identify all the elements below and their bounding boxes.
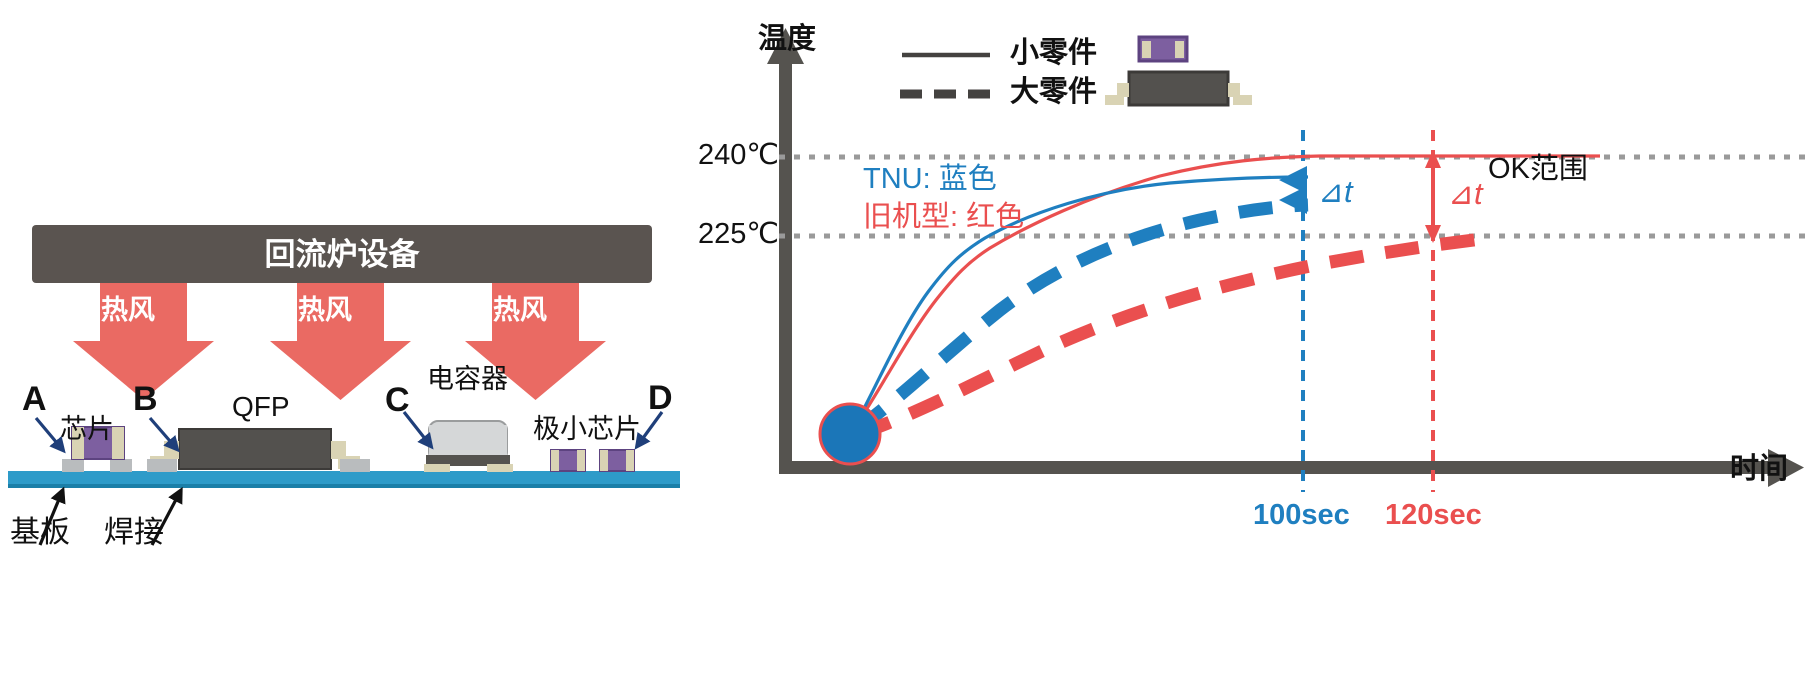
chart-svg (767, 28, 1812, 492)
delta-t-red-arrowhead-up (1425, 150, 1441, 168)
capacitor-component (424, 420, 513, 472)
y-tick-225: 225℃ (698, 218, 779, 250)
y-axis-arrowhead (767, 28, 804, 64)
curve-blue-large-part (852, 198, 1309, 436)
chip-label: 芯片 (60, 414, 114, 444)
hot-air-label-1: 热风 (101, 295, 155, 325)
annotation-old-model: 旧机型: 红色 (863, 201, 1025, 233)
annotation-tnu: TNU: 蓝色 (863, 163, 997, 195)
callout-arrow-d (634, 411, 664, 450)
callout-label-c: C (385, 381, 410, 419)
legend-label-small-part: 小零件 (1010, 37, 1098, 69)
callout-label-b: B (133, 380, 158, 418)
oven-label: 回流炉设备 (264, 236, 420, 272)
hot-air-arrow-3 (465, 283, 606, 400)
legend-label-large-part: 大零件 (1010, 76, 1098, 108)
tiny-chip-component-2 (599, 449, 635, 472)
x-axis-arrowhead (1768, 449, 1804, 487)
substrate-board-edge (8, 484, 680, 488)
delta-t-red-label: ⊿t (1448, 176, 1483, 211)
hot-air-label-2: 热风 (298, 295, 352, 325)
delta-t-blue-label: ⊿t (1318, 174, 1353, 209)
callout-label-d: D (648, 379, 673, 417)
chip-component (62, 426, 132, 472)
curve-red-large-part (855, 231, 1491, 441)
hot-air-label-3: 热风 (493, 295, 547, 325)
capacitor-label: 电容器 (427, 364, 508, 394)
x-axis (779, 461, 1779, 474)
curve-red-small-part (850, 154, 1600, 432)
substrate-board (8, 471, 680, 486)
qfp-component (147, 428, 370, 472)
solder-arrow (150, 486, 183, 546)
temperature-profile-chart: 温度 时间 小零件 大零件 240℃ 225℃ TNU: 蓝色 旧机型: 红色 … (698, 0, 1812, 678)
start-point-marker (818, 402, 882, 466)
substrate-arrow (38, 486, 66, 546)
callout-arrow-b (148, 416, 180, 453)
hot-air-arrow-2 (270, 283, 411, 400)
x-tick-100sec: 100sec (1253, 499, 1350, 531)
y-axis (779, 58, 792, 474)
callout-label-a: A (22, 380, 47, 418)
x-tick-120sec: 120sec (1385, 499, 1482, 531)
substrate-label: 基板 (10, 516, 70, 549)
oven-body (32, 225, 652, 283)
callout-arrow-c (402, 411, 434, 450)
oven-svg (8, 225, 680, 546)
tiny-chip-label: 极小芯片 (533, 414, 641, 444)
x-axis-label: 时间 (1730, 453, 1789, 485)
delta-t-red-arrowhead-down (1425, 225, 1441, 243)
y-tick-240: 240℃ (698, 139, 779, 171)
small-component-icon (1137, 35, 1189, 63)
ok-range-label: OK范围 (1488, 153, 1588, 185)
large-component-icon (1105, 70, 1252, 107)
y-axis-label: 温度 (758, 23, 817, 55)
hot-air-arrow-1 (73, 283, 214, 400)
callout-arrow-a (34, 416, 66, 454)
qfp-label: QFP (232, 391, 290, 422)
reflow-oven-diagram: 回流炉设备 热风 热风 热风 A B C D 芯片 QFP 电容器 极小芯片 基… (0, 0, 700, 678)
curve-blue-small-part (850, 175, 1308, 432)
solder-label: 焊接 (104, 516, 164, 549)
tiny-chip-component-1 (550, 449, 586, 472)
